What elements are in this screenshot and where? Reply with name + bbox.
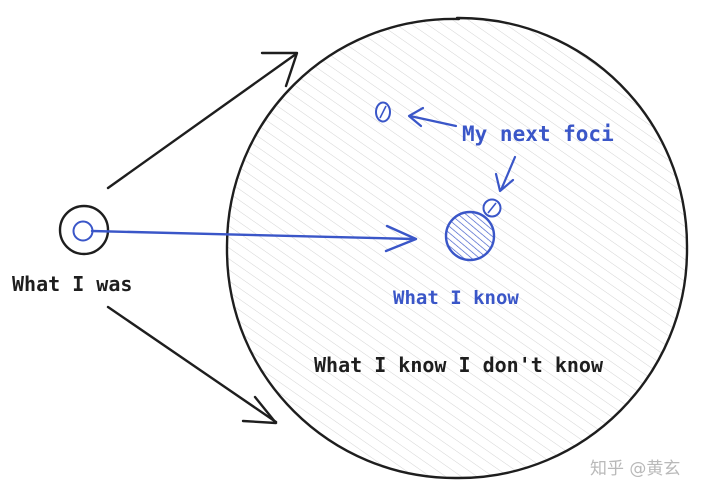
foci-pointer-arrow-down — [494, 155, 517, 193]
label-what-i-was: What I was — [12, 272, 132, 296]
foci-pointer-arrow-left — [407, 106, 458, 128]
expansion-arrow-up — [106, 51, 299, 190]
what-i-know-node — [444, 210, 496, 262]
watermark-text: 知乎 @黄玄 — [590, 459, 680, 479]
next-focus-node-upper — [375, 101, 391, 123]
label-what-i-know: What I know — [393, 287, 519, 309]
next-focus-node-lower — [482, 198, 502, 218]
label-what-i-know-i-dont-know: What I know I don't know — [314, 353, 604, 377]
label-my-next-foci: My next foci — [462, 122, 614, 146]
learning-arrow — [90, 224, 418, 253]
what-i-was-node — [58, 204, 110, 256]
expansion-arrow-down — [106, 305, 278, 425]
